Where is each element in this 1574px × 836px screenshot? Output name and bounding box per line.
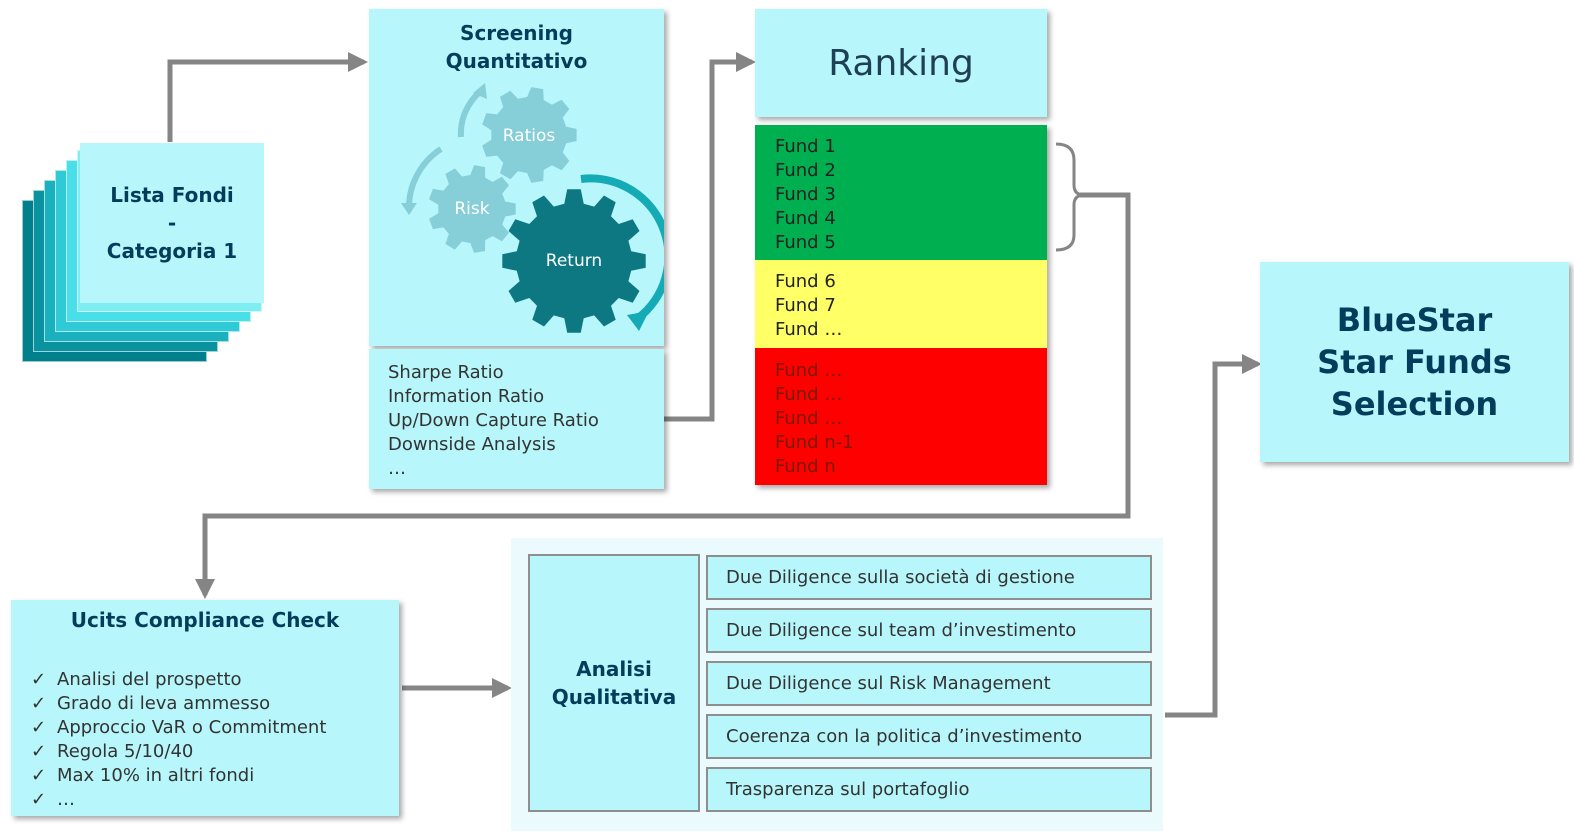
analisi-title-line2: Qualitativa <box>551 685 677 709</box>
fund-item: Fund n-1 <box>775 432 854 453</box>
fund-item: Fund … <box>775 384 843 405</box>
fund-item: Fund n <box>775 456 836 477</box>
bluestar-line3: Selection <box>1330 385 1499 423</box>
ucits-checklist: ✓ Analisi del prospetto ✓ Grado di leva am… <box>31 668 326 812</box>
ucits-title: Ucits Compliance Check <box>70 608 340 632</box>
fund-item: Fund 3 <box>775 184 836 205</box>
analisi-title-box: Analisi Qualitativa <box>528 554 700 812</box>
risk-cycle-arrow-icon <box>406 146 443 206</box>
metric-item: Up/Down Capture Ratio <box>388 410 599 431</box>
checklist-item: ✓ Analisi del prospetto <box>31 668 326 692</box>
cycle-arrow-icon <box>580 174 664 323</box>
checklist-item-label: Analisi del prospetto <box>57 669 242 690</box>
screening-panel: Screening Quantitativo Ratios Risk Retur… <box>369 9 664 346</box>
fund-item: Fund 2 <box>775 160 836 181</box>
checklist-item: ✓ Grado di leva ammesso <box>31 692 326 716</box>
risk-gear-icon <box>429 165 516 253</box>
lista-fondi-line1: Lista Fondi <box>110 183 234 207</box>
bluestar-line2: Star Funds <box>1317 343 1512 381</box>
gear-label-risk: Risk <box>454 199 489 219</box>
ranking-green-group: Fund 1 Fund 2 Fund 3 Fund 4 Fund 5 <box>755 125 1047 260</box>
risk-ratios-arrowhead-icon <box>473 83 487 99</box>
checklist-item-label: Regola 5/10/40 <box>57 741 194 762</box>
checklist-item-label: Grado di leva ammesso <box>57 693 271 714</box>
arrow-lista-to-screening <box>167 52 368 142</box>
bluestar-line1: BlueStar <box>1336 301 1493 339</box>
screening-metrics-box: Sharpe Ratio Information Ratio Up/Down C… <box>369 349 664 489</box>
gear-shape <box>429 165 516 253</box>
gears-graphic: Ratios Risk Return <box>401 83 664 333</box>
ranking-red-group: Fund … Fund … Fund … Fund n-1 Fund n <box>755 348 1047 485</box>
arrow-ranking-to-ucits <box>195 192 1131 599</box>
risk-ratios-arrow-icon <box>457 88 483 138</box>
analisi-title-line1: Analisi <box>576 657 652 681</box>
gear-shape <box>502 189 646 333</box>
check-icon: ✓ <box>31 669 47 690</box>
fund-item: Fund 7 <box>775 295 836 316</box>
screening-title-line1: Screening <box>460 21 573 45</box>
ranking-yellow-group: Fund 6 Fund 7 Fund … <box>755 260 1047 348</box>
top-five-bracket <box>1055 142 1085 252</box>
check-icon: ✓ <box>31 765 47 786</box>
fund-item: Fund 4 <box>775 208 836 229</box>
metric-item: Sharpe Ratio <box>388 362 504 383</box>
fund-item: Fund 1 <box>775 136 836 157</box>
risk-cycle-arrowhead-icon <box>401 203 417 215</box>
gear-label-return: Return <box>546 251 602 271</box>
ranking-title: Ranking <box>828 42 974 84</box>
checklist-item-label: Approccio VaR o Commitment <box>57 717 327 738</box>
fund-item: Fund 5 <box>775 232 836 253</box>
check-icon: ✓ <box>31 741 47 762</box>
metric-item: … <box>388 458 406 479</box>
cycle-arrowhead-icon <box>627 311 649 331</box>
arrow-metrics-to-ranking <box>664 52 756 422</box>
fund-item: Fund … <box>775 319 843 340</box>
bluestar-selection-box: BlueStar Star Funds Selection <box>1260 262 1569 462</box>
checklist-item: ✓… <box>31 788 326 812</box>
analisi-item: Due Diligence sul team d’investimento <box>706 608 1152 653</box>
screening-title-line2: Quantitativo <box>445 49 588 73</box>
checklist-item-label: … <box>57 789 75 810</box>
fund-item: Fund 6 <box>775 271 836 292</box>
analisi-item: Due Diligence sulla società di gestione <box>706 555 1152 600</box>
checklist-item: ✓ Approccio VaR o Commitment <box>31 716 326 740</box>
check-icon: ✓ <box>31 693 47 714</box>
return-gear-icon <box>502 189 646 333</box>
fund-item: Fund … <box>775 408 843 429</box>
ratios-gear-icon <box>482 87 577 183</box>
ucits-compliance-box: Ucits Compliance Check ✓ Analisi del pros… <box>11 600 399 816</box>
analisi-item: Due Diligence sul Risk Management <box>706 661 1152 706</box>
ranking-list: Fund 1 Fund 2 Fund 3 Fund 4 Fund 5 Fund … <box>755 125 1047 485</box>
lista-fondi-card: Lista Fondi - Categoria 1 <box>80 143 264 303</box>
gear-shape <box>482 87 577 183</box>
lista-fondi-line2: - <box>167 211 177 235</box>
metric-item: Downside Analysis <box>388 434 556 455</box>
checklist-item: ✓ Max 10% in altri fondi <box>31 764 326 788</box>
lista-fondi-line3: Categoria 1 <box>106 239 238 263</box>
gear-label-ratios: Ratios <box>503 126 556 146</box>
metric-item: Information Ratio <box>388 386 545 407</box>
check-icon: ✓ <box>31 717 47 738</box>
screening-title: Screening Quantitativo <box>369 19 664 75</box>
analisi-item: Coerenza con la politica d’investimento <box>706 714 1152 759</box>
arrow-analisi-to-bluestar <box>1165 354 1262 718</box>
analisi-item: Trasparenza sul portafoglio <box>706 767 1152 812</box>
ranking-header: Ranking <box>755 9 1047 117</box>
fund-item: Fund … <box>775 360 843 381</box>
checklist-item-label: Max 10% in altri fondi <box>57 765 255 786</box>
check-icon: ✓ <box>31 789 47 810</box>
checklist-item: ✓ Regola 5/10/40 <box>31 740 326 764</box>
